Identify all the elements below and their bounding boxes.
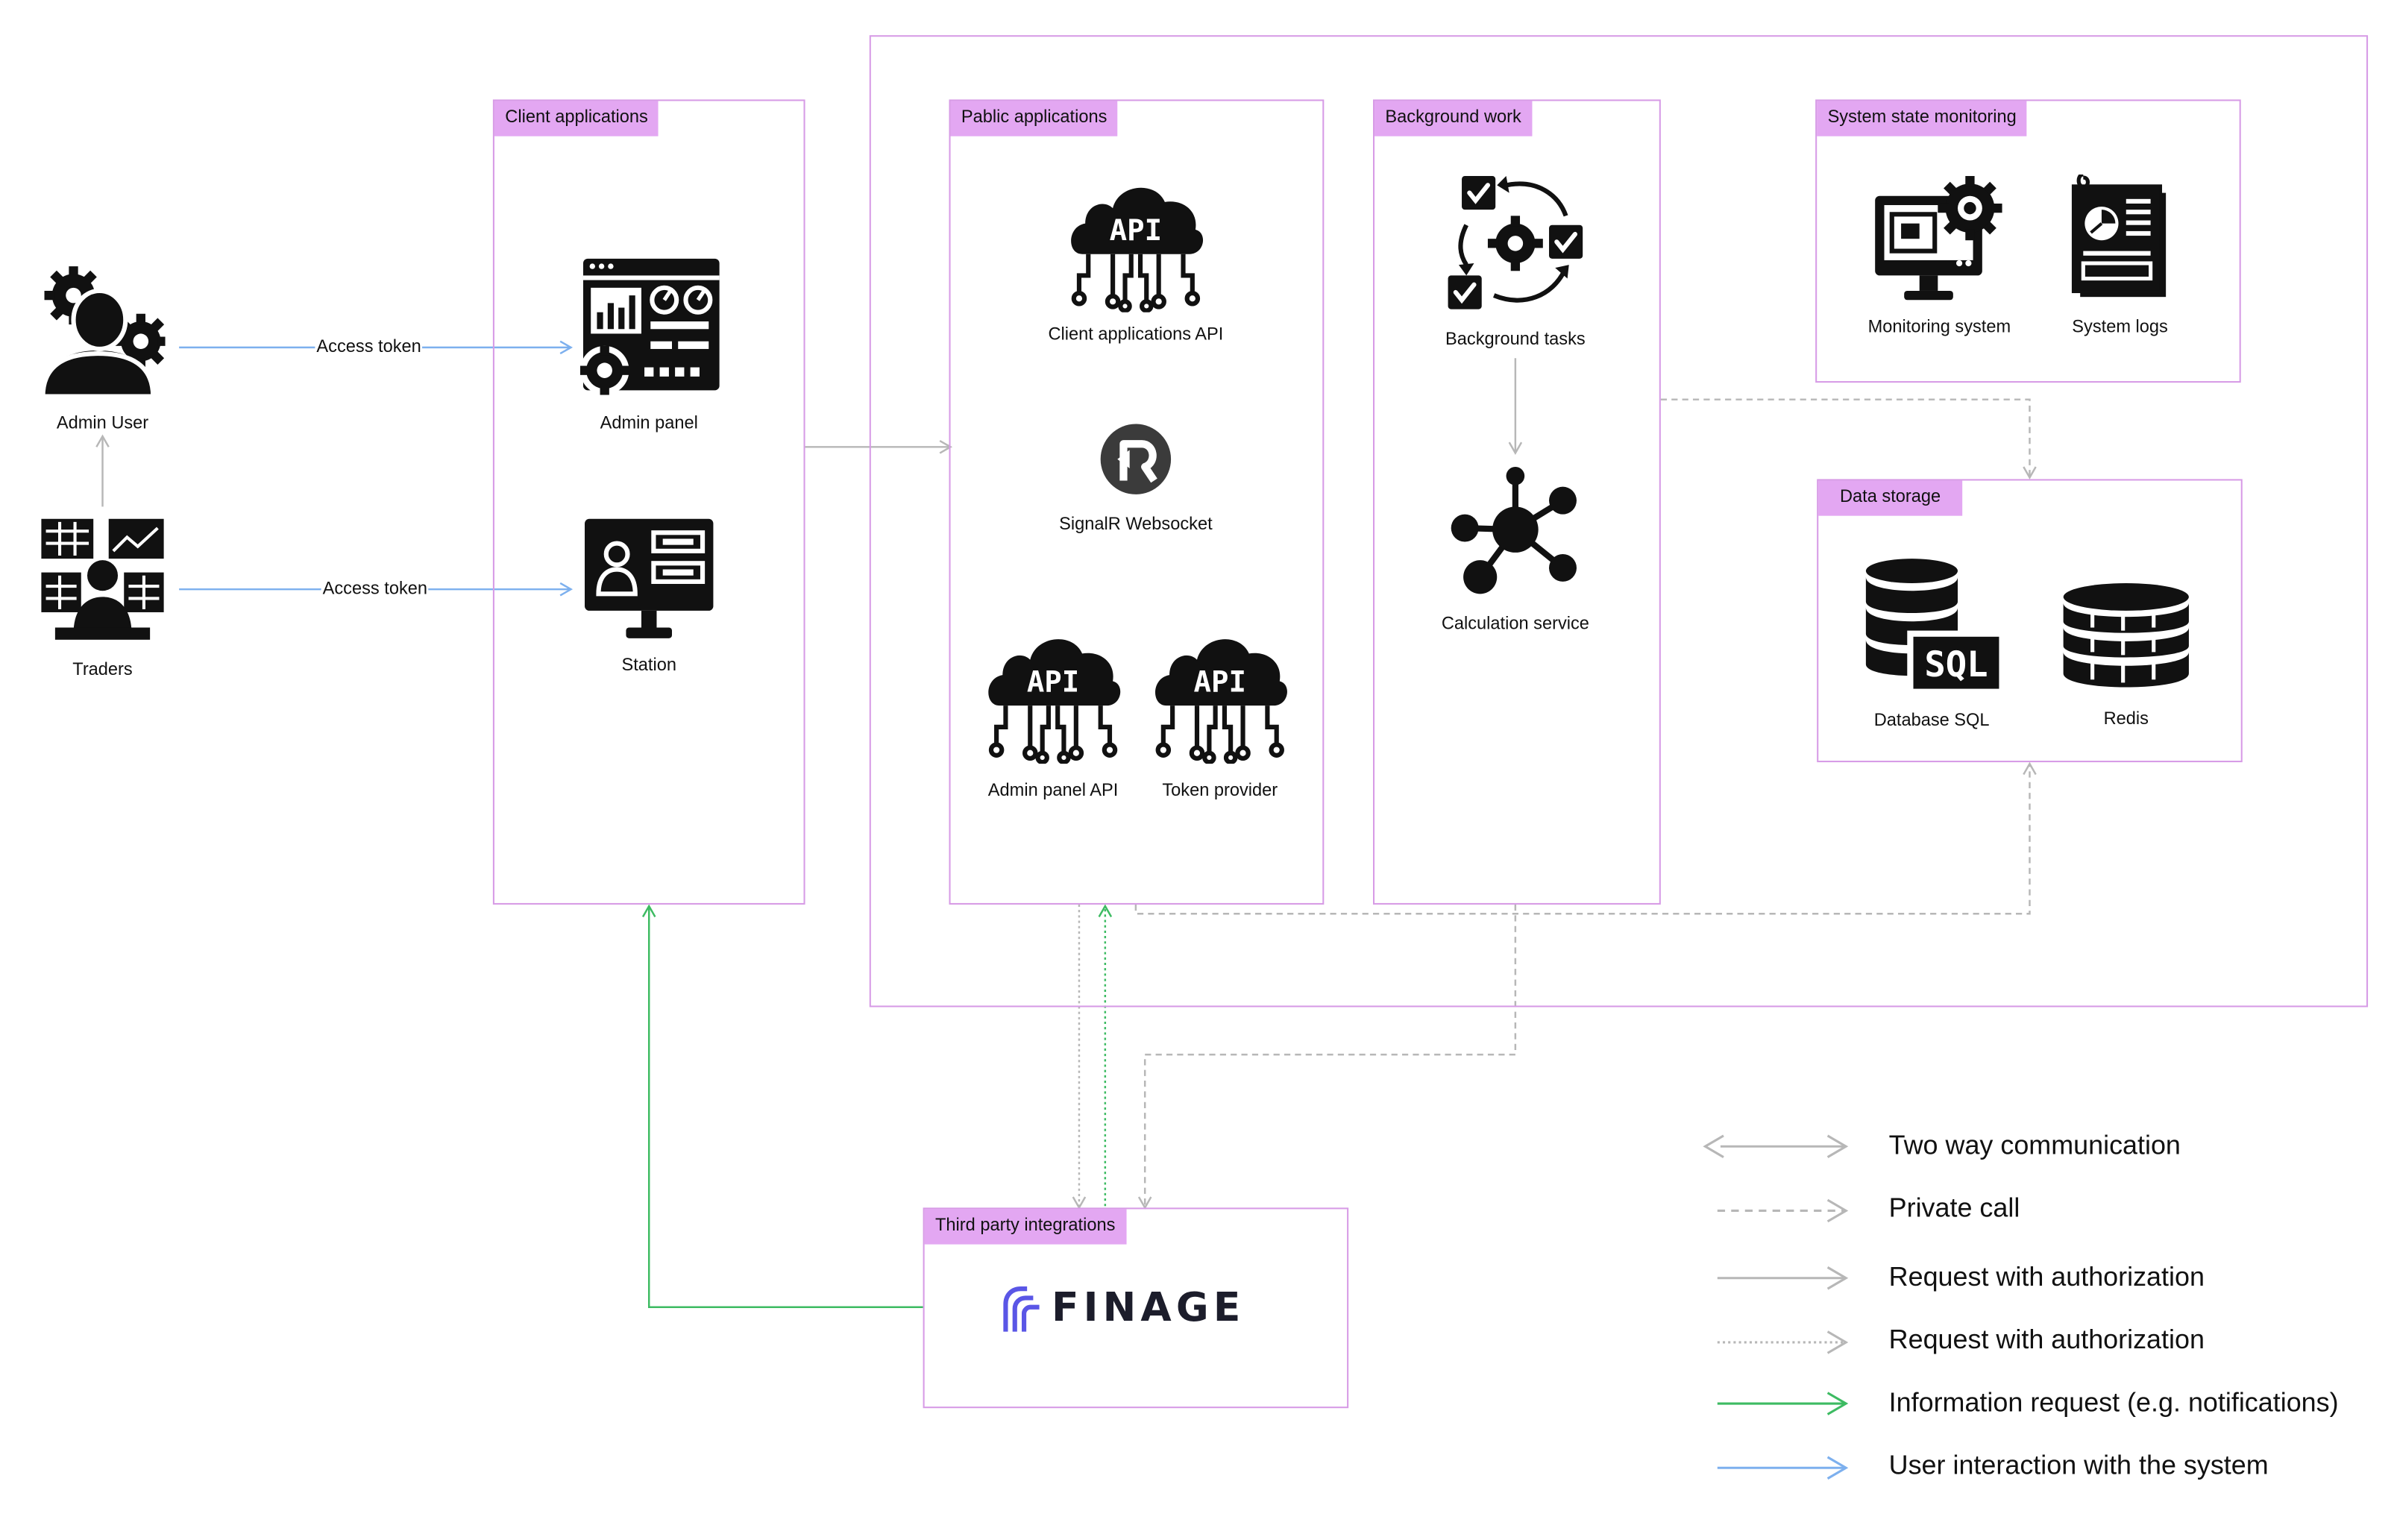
actor-label: Admin User <box>56 415 149 433</box>
background-tasks-cycle-icon <box>1448 176 1583 309</box>
group-client-applications: Client applications <box>492 99 805 905</box>
edge-public-to-storage <box>1134 761 2037 915</box>
api-cloud-icon: API <box>988 639 1121 764</box>
component-label: Station <box>621 656 676 676</box>
legend-item-user-interaction: User interaction with the system <box>1888 1449 2269 1480</box>
component-label: Admin panel <box>600 415 698 433</box>
svg-text:SQL: SQL <box>1924 644 1988 685</box>
svg-text:API: API <box>1194 666 1246 700</box>
component-label: Background tasks <box>1445 330 1586 349</box>
group-third-party-integrations: Third party integrations <box>923 1207 1349 1409</box>
group-title: Pablic applications <box>950 101 1118 136</box>
group-title: System state monitoring <box>1817 101 2028 136</box>
group-title: Data storage <box>1818 480 1962 516</box>
finage-logo: FINAGE <box>1002 1283 1245 1335</box>
component-label: Calculation service <box>1441 615 1589 634</box>
finage-logo-icon <box>1003 1286 1040 1332</box>
station-monitor-icon <box>585 518 714 638</box>
component-label: Database SQL <box>1873 711 1990 730</box>
edge-background-to-storage <box>1660 398 2037 480</box>
group-title: Background work <box>1374 101 1533 136</box>
group-system-state-monitoring: System state monitoring <box>1815 99 2241 383</box>
finage-wordmark: FINAGE <box>1051 1286 1245 1332</box>
calculation-network-icon <box>1451 466 1577 594</box>
component-label: System logs <box>2072 318 2168 337</box>
edge-background-to-third-party <box>1137 904 1517 1210</box>
backend-system-container <box>869 35 2369 1008</box>
signalr-logo-icon <box>1100 424 1172 494</box>
edge-label-access-token: Access token <box>315 338 423 357</box>
actor-label: Traders <box>72 661 133 680</box>
redis-database-icon <box>2063 582 2189 688</box>
monitoring-system-icon <box>1875 176 2002 301</box>
legend-item-request-authorization-dotted: Request with authorization <box>1888 1324 2205 1355</box>
database-sql-icon: SQL <box>1865 559 2002 692</box>
legend-item-request-authorization: Request with authorization <box>1888 1261 2205 1292</box>
admin-user-gear-icon <box>40 266 166 399</box>
svg-text:API: API <box>1110 214 1162 248</box>
component-label: Redis <box>2103 710 2149 729</box>
traders-workstation-icon <box>41 518 164 640</box>
component-label: Client applications API <box>1048 326 1224 345</box>
component-label: Token provider <box>1162 782 1278 801</box>
edge-label-access-token: Access token <box>321 579 430 599</box>
group-title: Third party integrations <box>924 1209 1126 1245</box>
component-label: Monitoring system <box>1867 318 2011 337</box>
legend-item-information-request: Information request (e.g. notifications) <box>1888 1386 2339 1418</box>
group-data-storage: Data storage <box>1817 479 2243 763</box>
system-logs-icon <box>2071 174 2167 298</box>
svg-text:API: API <box>1027 666 1079 700</box>
api-cloud-icon: API <box>1071 187 1204 312</box>
group-title: Client applications <box>494 101 659 136</box>
component-label: SignalR Websocket <box>1059 515 1213 535</box>
edge-third-party-to-client <box>641 904 923 1308</box>
group-pablic-applications: Pablic applications <box>949 99 1325 905</box>
admin-panel-dashboard-icon <box>579 258 720 395</box>
legend-item-two-way: Two way communication <box>1888 1129 2181 1160</box>
api-cloud-icon: API <box>1155 639 1287 764</box>
group-background-work: Background work <box>1373 99 1661 905</box>
component-label: Admin panel API <box>987 782 1119 801</box>
legend-item-private-call: Private call <box>1888 1192 2020 1223</box>
